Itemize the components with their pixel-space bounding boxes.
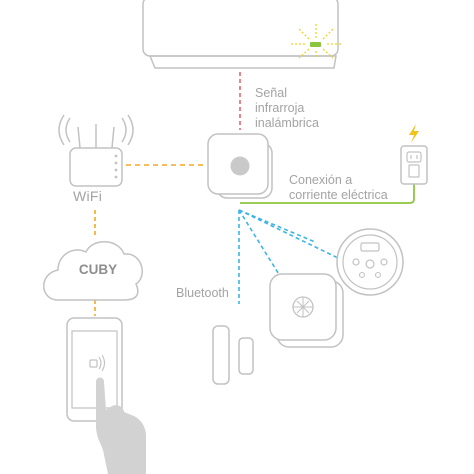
power-label-line-1: Conexión a bbox=[289, 173, 353, 187]
thermostat-icon bbox=[336, 228, 404, 296]
infrared-label-line-3: inalámbrica bbox=[255, 116, 319, 130]
hand-icon bbox=[96, 377, 146, 474]
ac-glow-rays bbox=[289, 24, 341, 59]
lightning-bolt-icon bbox=[409, 124, 419, 143]
app-signal-icon bbox=[89, 354, 106, 372]
ac-status-led bbox=[310, 42, 321, 47]
bluetooth-rays bbox=[238, 209, 339, 304]
power-outlet-icon bbox=[400, 145, 428, 185]
infrared-label-line-1: Señal bbox=[255, 86, 287, 100]
cloud-icon bbox=[43, 241, 143, 301]
door-sensor-icon bbox=[212, 325, 254, 385]
wifi-label: WiFi bbox=[73, 188, 103, 204]
router-icon bbox=[58, 114, 134, 187]
smartphone-icon bbox=[66, 317, 123, 422]
power-connection-label: Conexión a corriente eléctrica bbox=[289, 173, 429, 203]
infrared-signal-label: Señal infrarroja inalámbrica bbox=[255, 86, 365, 131]
bluetooth-label: Bluetooth bbox=[176, 286, 229, 300]
infrared-label-line-2: infrarroja bbox=[255, 101, 305, 115]
motion-sensor-icon bbox=[269, 273, 344, 348]
cuby-device-icon bbox=[207, 133, 273, 199]
air-conditioner-icon bbox=[142, 0, 341, 69]
cloud-label: CUBY bbox=[78, 262, 118, 277]
power-connection-line bbox=[240, 184, 415, 204]
power-label-line-2: corriente eléctrica bbox=[289, 188, 388, 202]
